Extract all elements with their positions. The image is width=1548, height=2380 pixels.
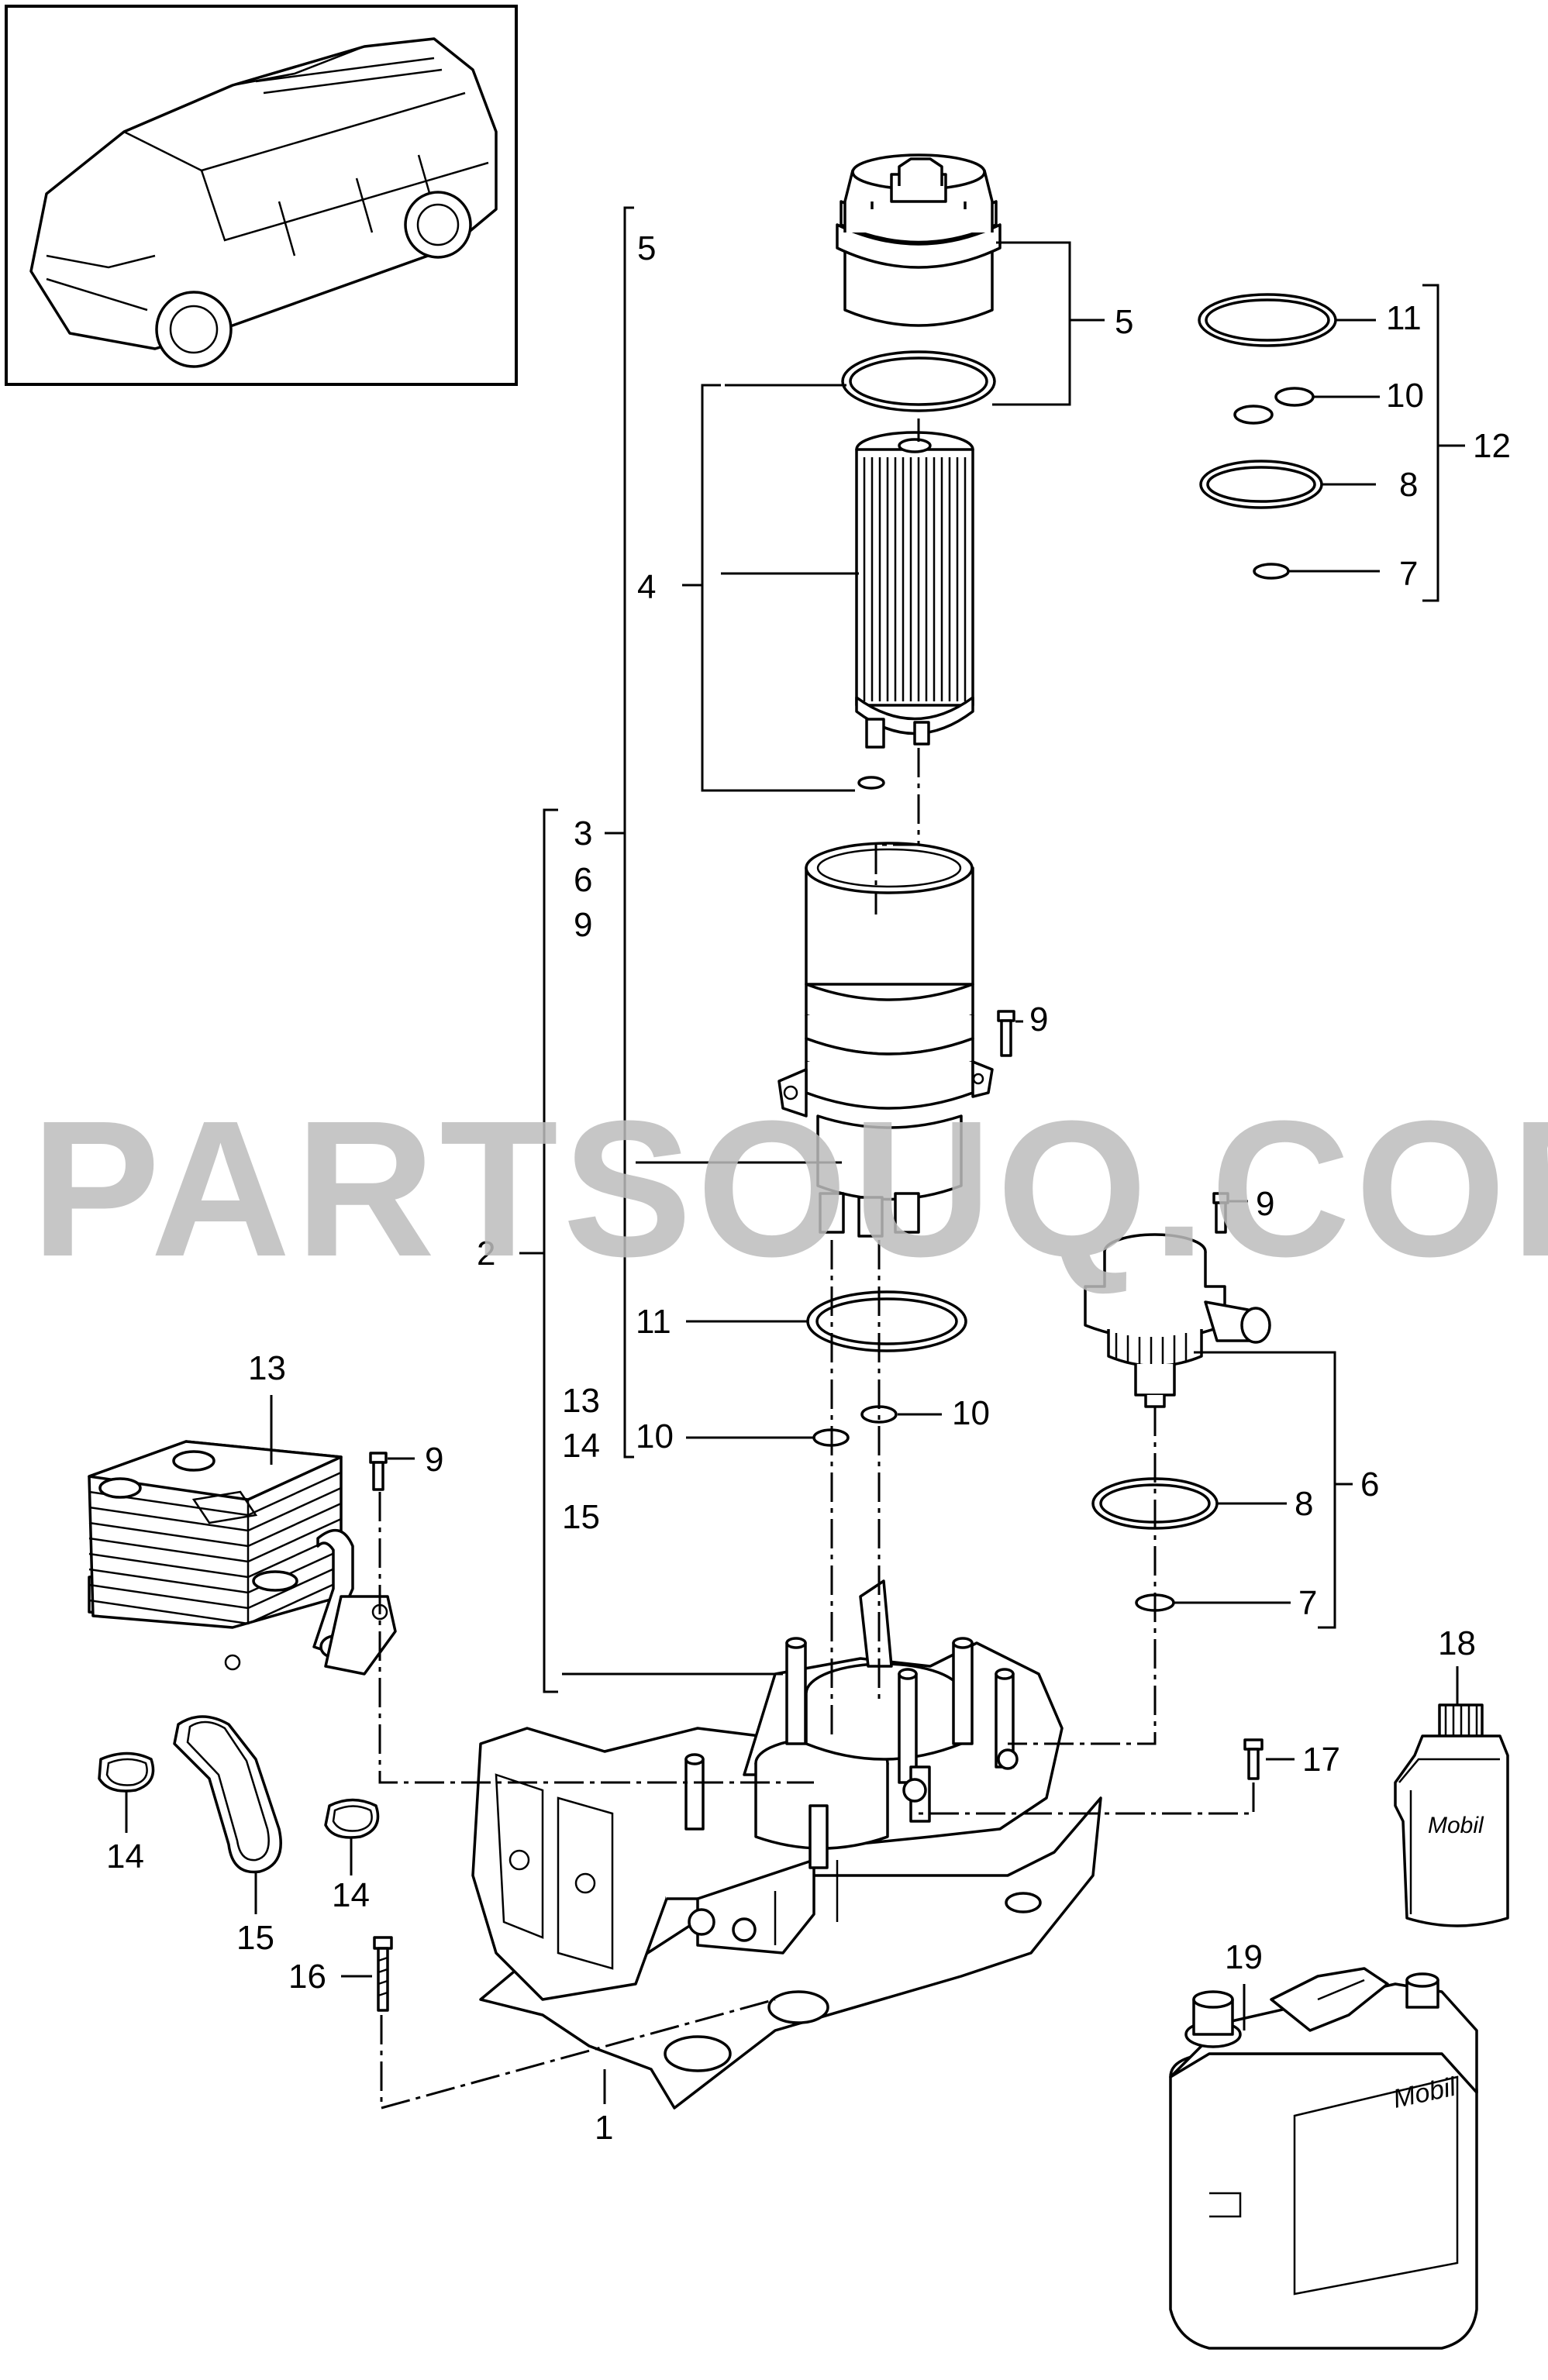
callout-8-separator: 8 [1295,1485,1313,1523]
callout-16: 16 [288,1958,326,1996]
callout-11-housing: 11 [636,1303,671,1341]
screw-cooler [369,1452,388,1491]
callout-18: 18 [1438,1624,1476,1662]
screw-16 [373,1936,393,2012]
callout-10-left: 10 [636,1417,674,1455]
callout-14-right: 14 [332,1876,370,1914]
callout-13-group: 13 [562,1382,600,1420]
oil-filter-element [855,431,974,749]
vehicle-thumbnail [5,5,518,386]
callout-4: 4 [637,568,656,606]
callout-11-right: 11 [1386,299,1422,337]
callout-5-cap: 5 [1115,303,1133,341]
callout-6-separator: 6 [1360,1466,1379,1503]
housing-o-ring [806,1290,967,1352]
callout-labels: 5 5 11 10 12 8 7 4 3 6 9 9 9 2 11 13 14 … [106,229,1511,2147]
oil-filter-base [471,1579,1102,2110]
seal-kit-rings [1198,293,1337,580]
callout-9-group: 9 [574,906,592,944]
leader-lines [125,206,1465,2104]
callout-2: 2 [477,1235,495,1273]
screw-separator [1212,1192,1229,1234]
callout-17: 17 [1302,1741,1340,1779]
callout-10-mid: 10 [952,1394,990,1432]
assembly-lines [378,418,1255,2110]
callout-19: 19 [1225,1938,1263,1976]
oil-canister: Mobil [1169,1967,1478,2350]
callout-9-cooler: 9 [425,1441,443,1479]
callout-15-gasket: 15 [236,1919,274,1957]
callout-13-cooler: 13 [248,1349,286,1387]
screw-17 [1243,1738,1264,1780]
oil-bottle: Mobil [1394,1703,1509,1927]
oil-filter-cap [836,153,1002,327]
callout-12: 12 [1473,427,1511,465]
callout-3: 3 [574,815,592,852]
watermark: PARTSOUQ.COM [31,1080,1548,1297]
callout-1: 1 [595,2109,613,2147]
callout-9-separator: 9 [1256,1185,1274,1223]
oil-cooler [88,1440,397,1676]
oil-filter-housing [777,842,994,1238]
screw-housing [997,1010,1015,1057]
bottle-brand: Mobil [1428,1813,1484,1838]
callout-5-left: 5 [637,229,656,267]
callout-7-separator: 7 [1298,1584,1317,1622]
cap-o-ring [841,350,996,412]
callout-15-group: 15 [562,1498,600,1536]
callout-9-housing: 9 [1029,1001,1048,1038]
callout-8-right: 8 [1399,466,1418,504]
element-small-o-ring [857,776,885,790]
callout-10-right: 10 [1386,377,1424,415]
gasket-15 [173,1715,282,1874]
callout-7-right: 7 [1399,555,1418,593]
callout-14-group: 14 [562,1427,600,1465]
callout-6-group: 6 [574,861,592,899]
oil-separator [1084,1233,1271,1408]
callout-14-left: 14 [106,1838,144,1875]
